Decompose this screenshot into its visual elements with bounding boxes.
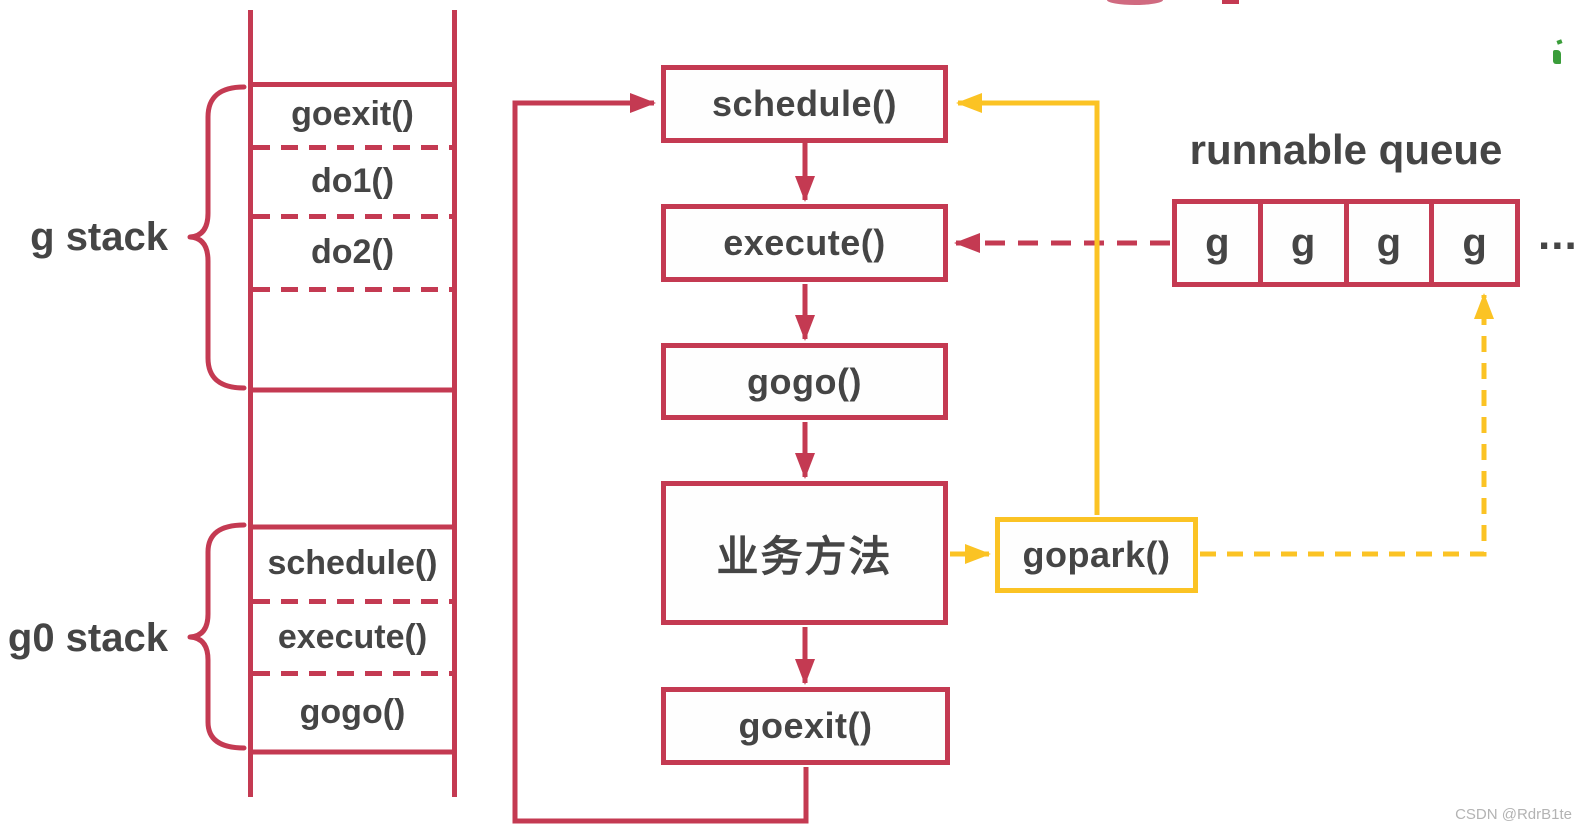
stack-ladder [248,10,457,797]
cropped-plant-icon [1553,50,1561,64]
arrow-gopark-to-schedule [956,93,1100,515]
g0-stack-frame-schedule: schedule() [267,544,438,582]
g0-stack-label: g0 stack [7,616,168,660]
queue-cell-g: g [1257,204,1344,282]
g0-stack-brace [187,522,247,751]
flow-box-business-method: 业务方法 [661,481,948,625]
flow-box-schedule: schedule() [661,65,948,143]
runnable-queue-title: runnable queue [1189,126,1503,173]
queue-cell-g: g [1343,204,1430,282]
watermark: CSDN @RdrB1te [1455,806,1572,823]
flow-box-execute: execute() [661,204,948,282]
g-stack-frame-do2: do2() [310,233,395,271]
arrow-goexit-loop-to-schedule [512,93,809,824]
queue-ellipsis: ... [1538,210,1578,259]
g-stack-frame-goexit: goexit() [291,95,414,133]
queue-cell-g: g [1205,220,1230,265]
g-stack-frame-do1: do1() [310,162,395,200]
g0-stack-frame-gogo: gogo() [299,693,406,731]
cropped-title-fragment [1222,0,1239,4]
g0-stack-frame-execute: execute() [277,618,428,656]
runnable-queue: g g g g [1172,199,1520,287]
flow-box-gopark: gopark() [995,517,1198,593]
queue-cell-g: g [1429,204,1515,282]
flow-box-goexit: goexit() [661,687,950,765]
flow-box-gogo: gogo() [661,343,948,420]
arrow-gopark-to-queue-dashed [1200,293,1494,557]
cropped-title-fragment [1107,0,1163,5]
g-stack-label: g stack [30,215,168,259]
g-stack-brace [187,84,247,391]
